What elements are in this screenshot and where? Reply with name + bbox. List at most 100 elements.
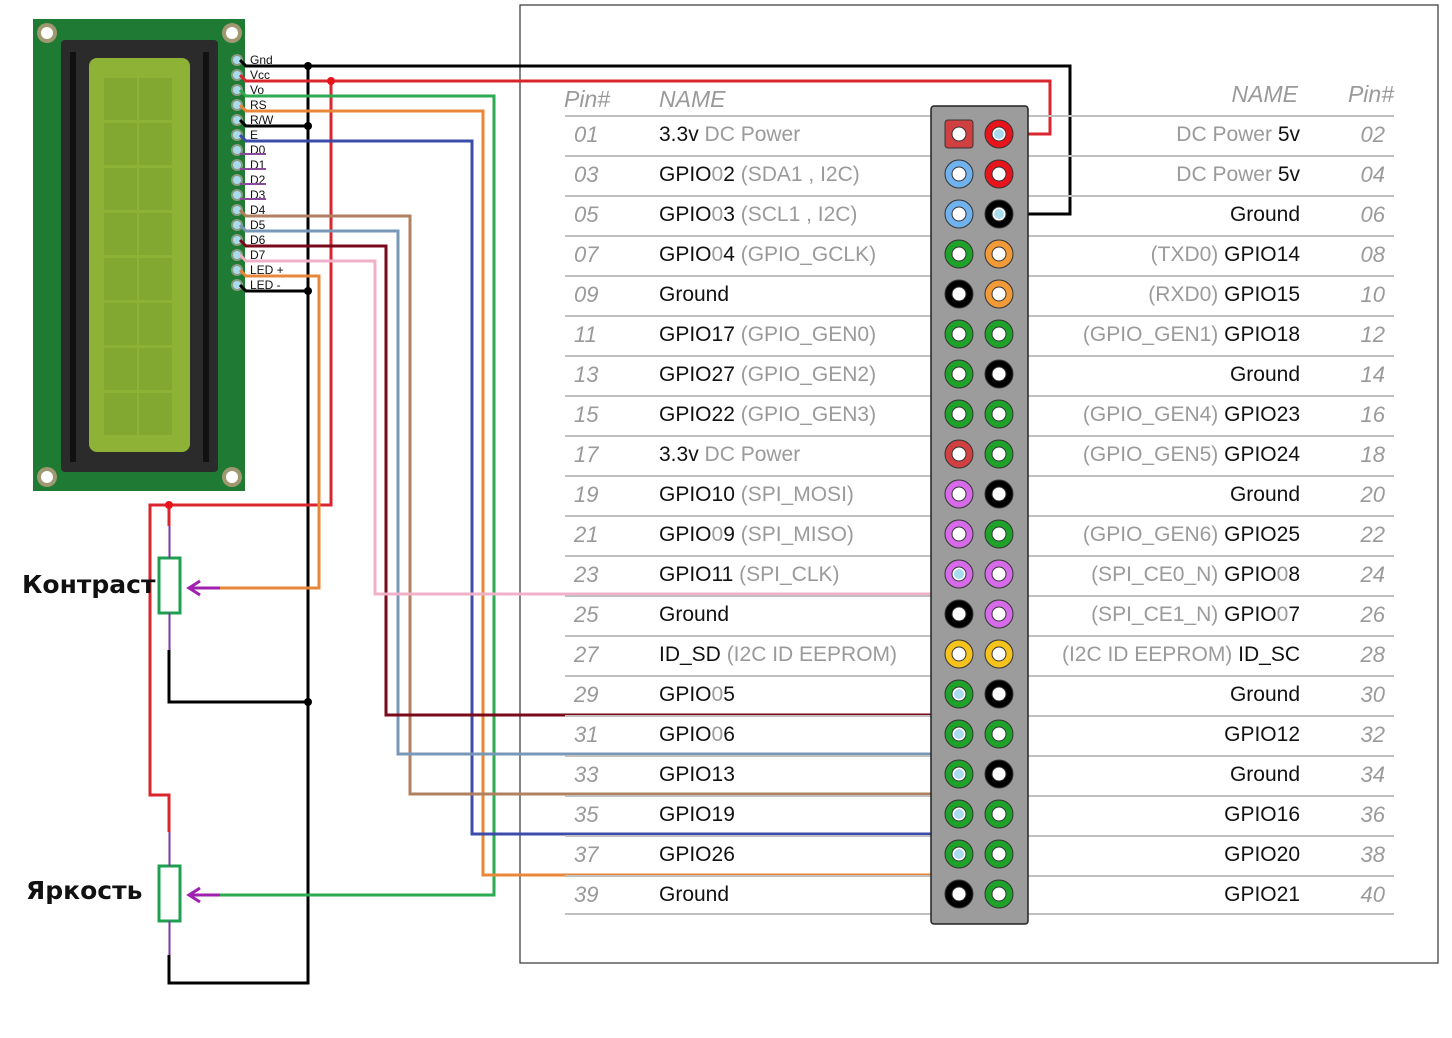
right-pin-number: 34 [1361, 762, 1385, 787]
gpio-pin-hole [951, 126, 967, 142]
pin-name-digit: 3 [723, 203, 735, 226]
lcd-pin-label: Vcc [250, 68, 270, 82]
right-pin-name: (SPI_CE0_N) GPIO08 [1091, 563, 1300, 586]
junction-dot [304, 62, 312, 70]
pin-name-alt: DC Power [1176, 123, 1278, 146]
gpio-pin-hole [991, 806, 1007, 822]
pin-name-digit: 7 [1288, 603, 1300, 626]
left-pin-number: 33 [574, 762, 599, 787]
left-pin-number: 11 [574, 322, 597, 347]
left-pin-number: 21 [573, 522, 598, 547]
right-pin-number: 18 [1361, 442, 1386, 467]
gpio-pin-hole [991, 846, 1007, 862]
contrast-label: Контраст [22, 570, 156, 599]
pin-name-alt: (GPIO_GEN5) [1083, 443, 1224, 466]
pin-name-alt: (SPI_CE0_N) [1091, 563, 1224, 586]
right-pin-number: 08 [1361, 242, 1386, 267]
wire-endpoint-dot [954, 569, 964, 579]
lcd-char-cell [139, 123, 172, 165]
pin-name-digit: 2 [723, 163, 735, 186]
gpio-pin-hole [991, 166, 1007, 182]
lcd-pin-hole [233, 131, 241, 139]
left-pin-name: GPIO13 [659, 763, 735, 786]
lcd-char-cell [139, 168, 172, 210]
pin-name-main: GPIO [659, 163, 712, 186]
pin-name-digit: 8 [1288, 563, 1300, 586]
wire-rw-ground [238, 118, 308, 128]
gpio-pin-hole [951, 486, 967, 502]
pin-name-main: GPIO12 [1224, 723, 1300, 746]
pin-name-alt: (RXD0) [1148, 283, 1224, 306]
pin-name-alt: (GPIO_GEN3) [735, 403, 876, 426]
pin-name-main: GPIO [659, 203, 712, 226]
left-pin-number: 09 [574, 282, 598, 307]
lcd-char-cell [104, 168, 137, 210]
left-pin-name: 3.3v DC Power [659, 443, 800, 466]
pin-name-pad: 0 [712, 683, 724, 706]
lcd-char-cell [104, 258, 137, 300]
lcd-pin-label: E [250, 128, 258, 142]
left-pin-name: GPIO06 [659, 723, 735, 746]
pinout-header: Pin# NAME NAME Pin# [564, 81, 1395, 112]
left-pin-number: 37 [574, 842, 599, 867]
lcd-pin-hole [233, 251, 241, 259]
wires [148, 58, 1072, 985]
pin-name-alt: (TXD0) [1151, 243, 1225, 266]
gpio-pin-hole [991, 326, 1007, 342]
pin-name-alt: (SCL1 , I2C) [735, 203, 858, 226]
header-left-name: NAME [659, 86, 726, 112]
wire-endpoint-dot [954, 809, 964, 819]
junction-dot [304, 287, 312, 295]
brightness-label: Яркость [26, 876, 142, 905]
pin-name-main: Ground [659, 603, 729, 626]
header-right-name: NAME [1232, 81, 1299, 107]
pin-name-main: GPIO [659, 723, 712, 746]
pin-name-alt: (SPI_CLK) [733, 563, 839, 586]
gpio-pin-hole [951, 646, 967, 662]
pin-name-alt: (I2C ID EEPROM) [1062, 643, 1238, 666]
wire-endpoint-dot [954, 769, 964, 779]
lcd-char-cell [139, 213, 172, 255]
junction-dot [327, 77, 335, 85]
pin-name-main: GPIO10 [659, 483, 735, 506]
lcd-pin-hole [233, 56, 241, 64]
left-pin-name: ID_SD (I2C ID EEPROM) [659, 643, 897, 666]
right-pin-name: Ground [1230, 203, 1300, 226]
right-pin-number: 14 [1361, 362, 1385, 387]
wire-endpoint-dot [954, 729, 964, 739]
gpio-pin-hole [951, 606, 967, 622]
wire-contrast-ground [167, 650, 308, 704]
right-pin-number: 30 [1361, 682, 1386, 707]
right-pin-name: Ground [1230, 683, 1300, 706]
lcd-pin-label: RS [250, 98, 267, 112]
pin-name-main: ID_SC [1238, 643, 1300, 666]
pin-name-alt: (GPIO_GEN1) [1083, 323, 1224, 346]
left-pin-name: Ground [659, 283, 729, 306]
left-pin-name: GPIO11 (SPI_CLK) [659, 563, 840, 586]
right-pin-number: 16 [1361, 402, 1386, 427]
pin-name-pad: 0 [1277, 603, 1289, 626]
gpio-pin-hole [991, 406, 1007, 422]
pin-name-main: GPIO26 [659, 843, 735, 866]
lcd-pin-label: Vo [250, 83, 264, 97]
pin-name-main: Ground [1230, 763, 1300, 786]
gpio-pin-hole [951, 406, 967, 422]
lcd-pin-hole [233, 191, 241, 199]
lcd-pin-label: Gnd [250, 53, 273, 67]
pin-name-alt: (GPIO_GCLK) [735, 243, 876, 266]
junction-dot [304, 698, 312, 706]
pin-name-alt: (GPIO_GEN6) [1083, 523, 1224, 546]
mount-hole-center [226, 471, 238, 483]
lcd-pin-hole [233, 116, 241, 124]
left-pin-name: GPIO03 (SCL1 , I2C) [659, 203, 857, 226]
right-pin-name: DC Power 5v [1176, 163, 1300, 186]
gpio-pin-hole [951, 366, 967, 382]
pin-name-alt: (GPIO_GEN0) [735, 323, 876, 346]
pin-name-main: Ground [1230, 683, 1300, 706]
right-pin-name: Ground [1230, 483, 1300, 506]
